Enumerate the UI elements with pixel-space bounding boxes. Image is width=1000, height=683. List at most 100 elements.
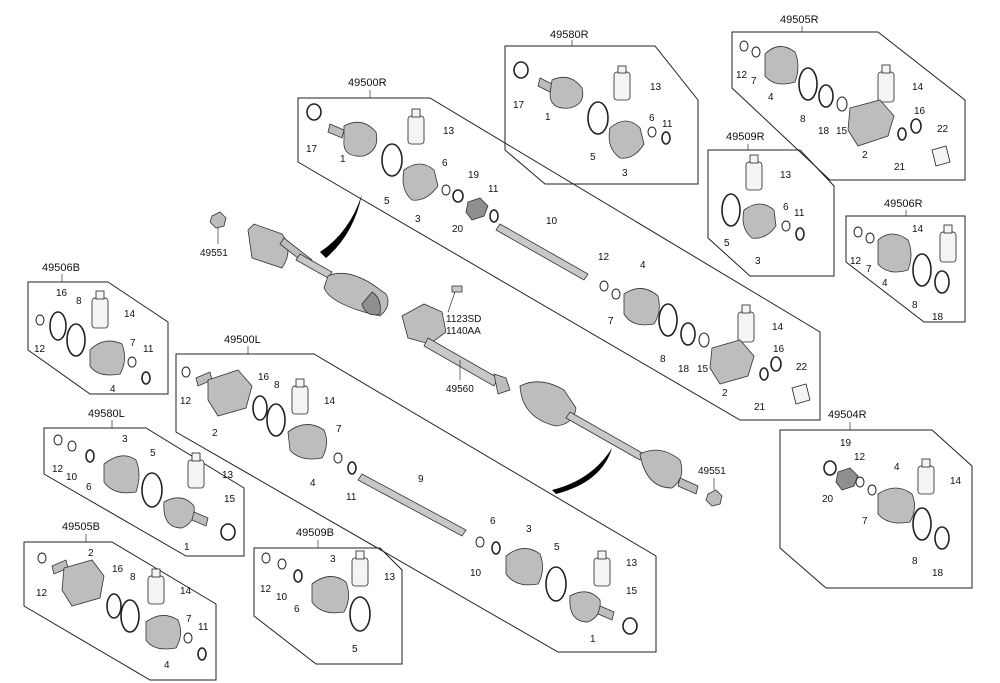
label-8: 8 [274, 380, 280, 391]
label-4: 4 [640, 260, 646, 271]
label-1: 1 [545, 112, 551, 123]
label-11: 11 [198, 622, 209, 633]
group-label-49504R: 49504R [828, 409, 867, 421]
label-13: 13 [384, 572, 396, 583]
label-12: 12 [180, 396, 192, 407]
label-4: 4 [882, 278, 888, 289]
group-label-49500R: 49500R [348, 77, 387, 89]
group-49506R: 49506R 12 7 4 14 8 18 [845, 198, 966, 323]
label-19: 19 [840, 438, 852, 449]
group-49580L: 49580L 12 10 6 3 5 13 1 15 [43, 408, 245, 557]
label-2: 2 [722, 388, 728, 399]
label-14: 14 [950, 476, 962, 487]
label-14: 14 [324, 396, 336, 407]
label-12: 12 [36, 588, 48, 599]
label-6: 6 [783, 202, 789, 213]
label-3: 3 [622, 168, 628, 179]
label-20: 20 [452, 224, 464, 235]
label-11: 11 [662, 119, 673, 130]
label-9: 9 [418, 474, 424, 485]
label-49551-top: 49551 [200, 248, 228, 259]
label-13: 13 [780, 170, 792, 181]
label-18: 18 [678, 364, 690, 375]
label-1: 1 [590, 634, 596, 645]
group-label-49580L: 49580L [88, 408, 125, 420]
label-8: 8 [800, 114, 806, 125]
group-label-49509R: 49509R [726, 131, 765, 143]
label-4: 4 [110, 384, 116, 395]
label-12: 12 [854, 452, 866, 463]
label-1: 1 [340, 154, 346, 165]
label-12: 12 [34, 344, 46, 355]
label-13: 13 [222, 470, 234, 481]
label-16: 16 [773, 344, 785, 355]
label-1123SD: 1123SD [446, 314, 481, 325]
group-49509B: 49509B 12 10 6 3 13 5 [253, 527, 403, 665]
label-1: 1 [184, 542, 190, 553]
label-8: 8 [912, 556, 918, 567]
label-5: 5 [352, 644, 358, 655]
label-14: 14 [912, 224, 924, 235]
label-18: 18 [932, 312, 944, 323]
label-18: 18 [818, 126, 830, 137]
label-14: 14 [124, 309, 136, 320]
label-3: 3 [755, 256, 761, 267]
label-17: 17 [513, 100, 525, 111]
label-3: 3 [330, 554, 336, 565]
group-label-49506R: 49506R [884, 198, 923, 210]
label-22: 22 [937, 124, 949, 135]
label-10: 10 [470, 568, 482, 579]
label-7: 7 [608, 316, 614, 327]
label-10-49509B: 10 [276, 592, 288, 603]
label-5: 5 [384, 196, 390, 207]
label-2: 2 [88, 548, 94, 559]
group-49505B: 49505B 12 2 16 8 14 4 7 11 [23, 521, 217, 681]
label-12: 12 [52, 464, 64, 475]
label-5: 5 [150, 448, 156, 459]
label-6: 6 [294, 604, 300, 615]
label-11: 11 [794, 208, 805, 219]
label-16: 16 [112, 564, 124, 575]
label-6: 6 [649, 113, 655, 124]
label-22: 22 [796, 362, 808, 373]
label-16: 16 [258, 372, 270, 383]
label-16: 16 [56, 288, 68, 299]
label-15: 15 [836, 126, 848, 137]
label-6: 6 [86, 482, 92, 493]
label-3: 3 [526, 524, 532, 535]
label-4: 4 [164, 660, 170, 671]
label-17: 17 [306, 144, 318, 155]
label-4: 4 [310, 478, 316, 489]
label-2: 2 [212, 428, 218, 439]
label-10: 10 [546, 216, 558, 227]
label-7: 7 [130, 338, 136, 349]
label-15: 15 [224, 494, 236, 505]
group-49509R: 49509R 13 5 3 6 11 [707, 131, 835, 277]
label-5: 5 [554, 542, 560, 553]
group-49505R: 49505R 12 7 4 8 18 15 14 2 16 21 22 [731, 14, 966, 181]
label-16: 16 [914, 106, 926, 117]
label-14: 14 [180, 586, 192, 597]
label-1140AA: 1140AA [446, 326, 481, 337]
label-5: 5 [590, 152, 596, 163]
label-13: 13 [650, 82, 662, 93]
label-4: 4 [894, 462, 900, 473]
label-8: 8 [130, 572, 136, 583]
label-8: 8 [76, 296, 82, 307]
group-label-49509B: 49509B [296, 527, 334, 539]
label-10-49580L: 10 [66, 472, 78, 483]
label-20: 20 [822, 494, 834, 505]
label-11: 11 [143, 344, 154, 355]
label-12: 12 [260, 584, 272, 595]
group-label-49505R: 49505R [780, 14, 819, 26]
label-7: 7 [862, 516, 868, 527]
group-49504R: 49504R 20 19 12 7 4 14 8 18 [779, 409, 973, 589]
label-7: 7 [336, 424, 342, 435]
group-label-49580R: 49580R [550, 29, 589, 41]
label-19: 19 [468, 170, 480, 181]
label-21: 21 [754, 402, 766, 413]
label-3: 3 [415, 214, 421, 225]
label-11: 11 [346, 492, 357, 503]
